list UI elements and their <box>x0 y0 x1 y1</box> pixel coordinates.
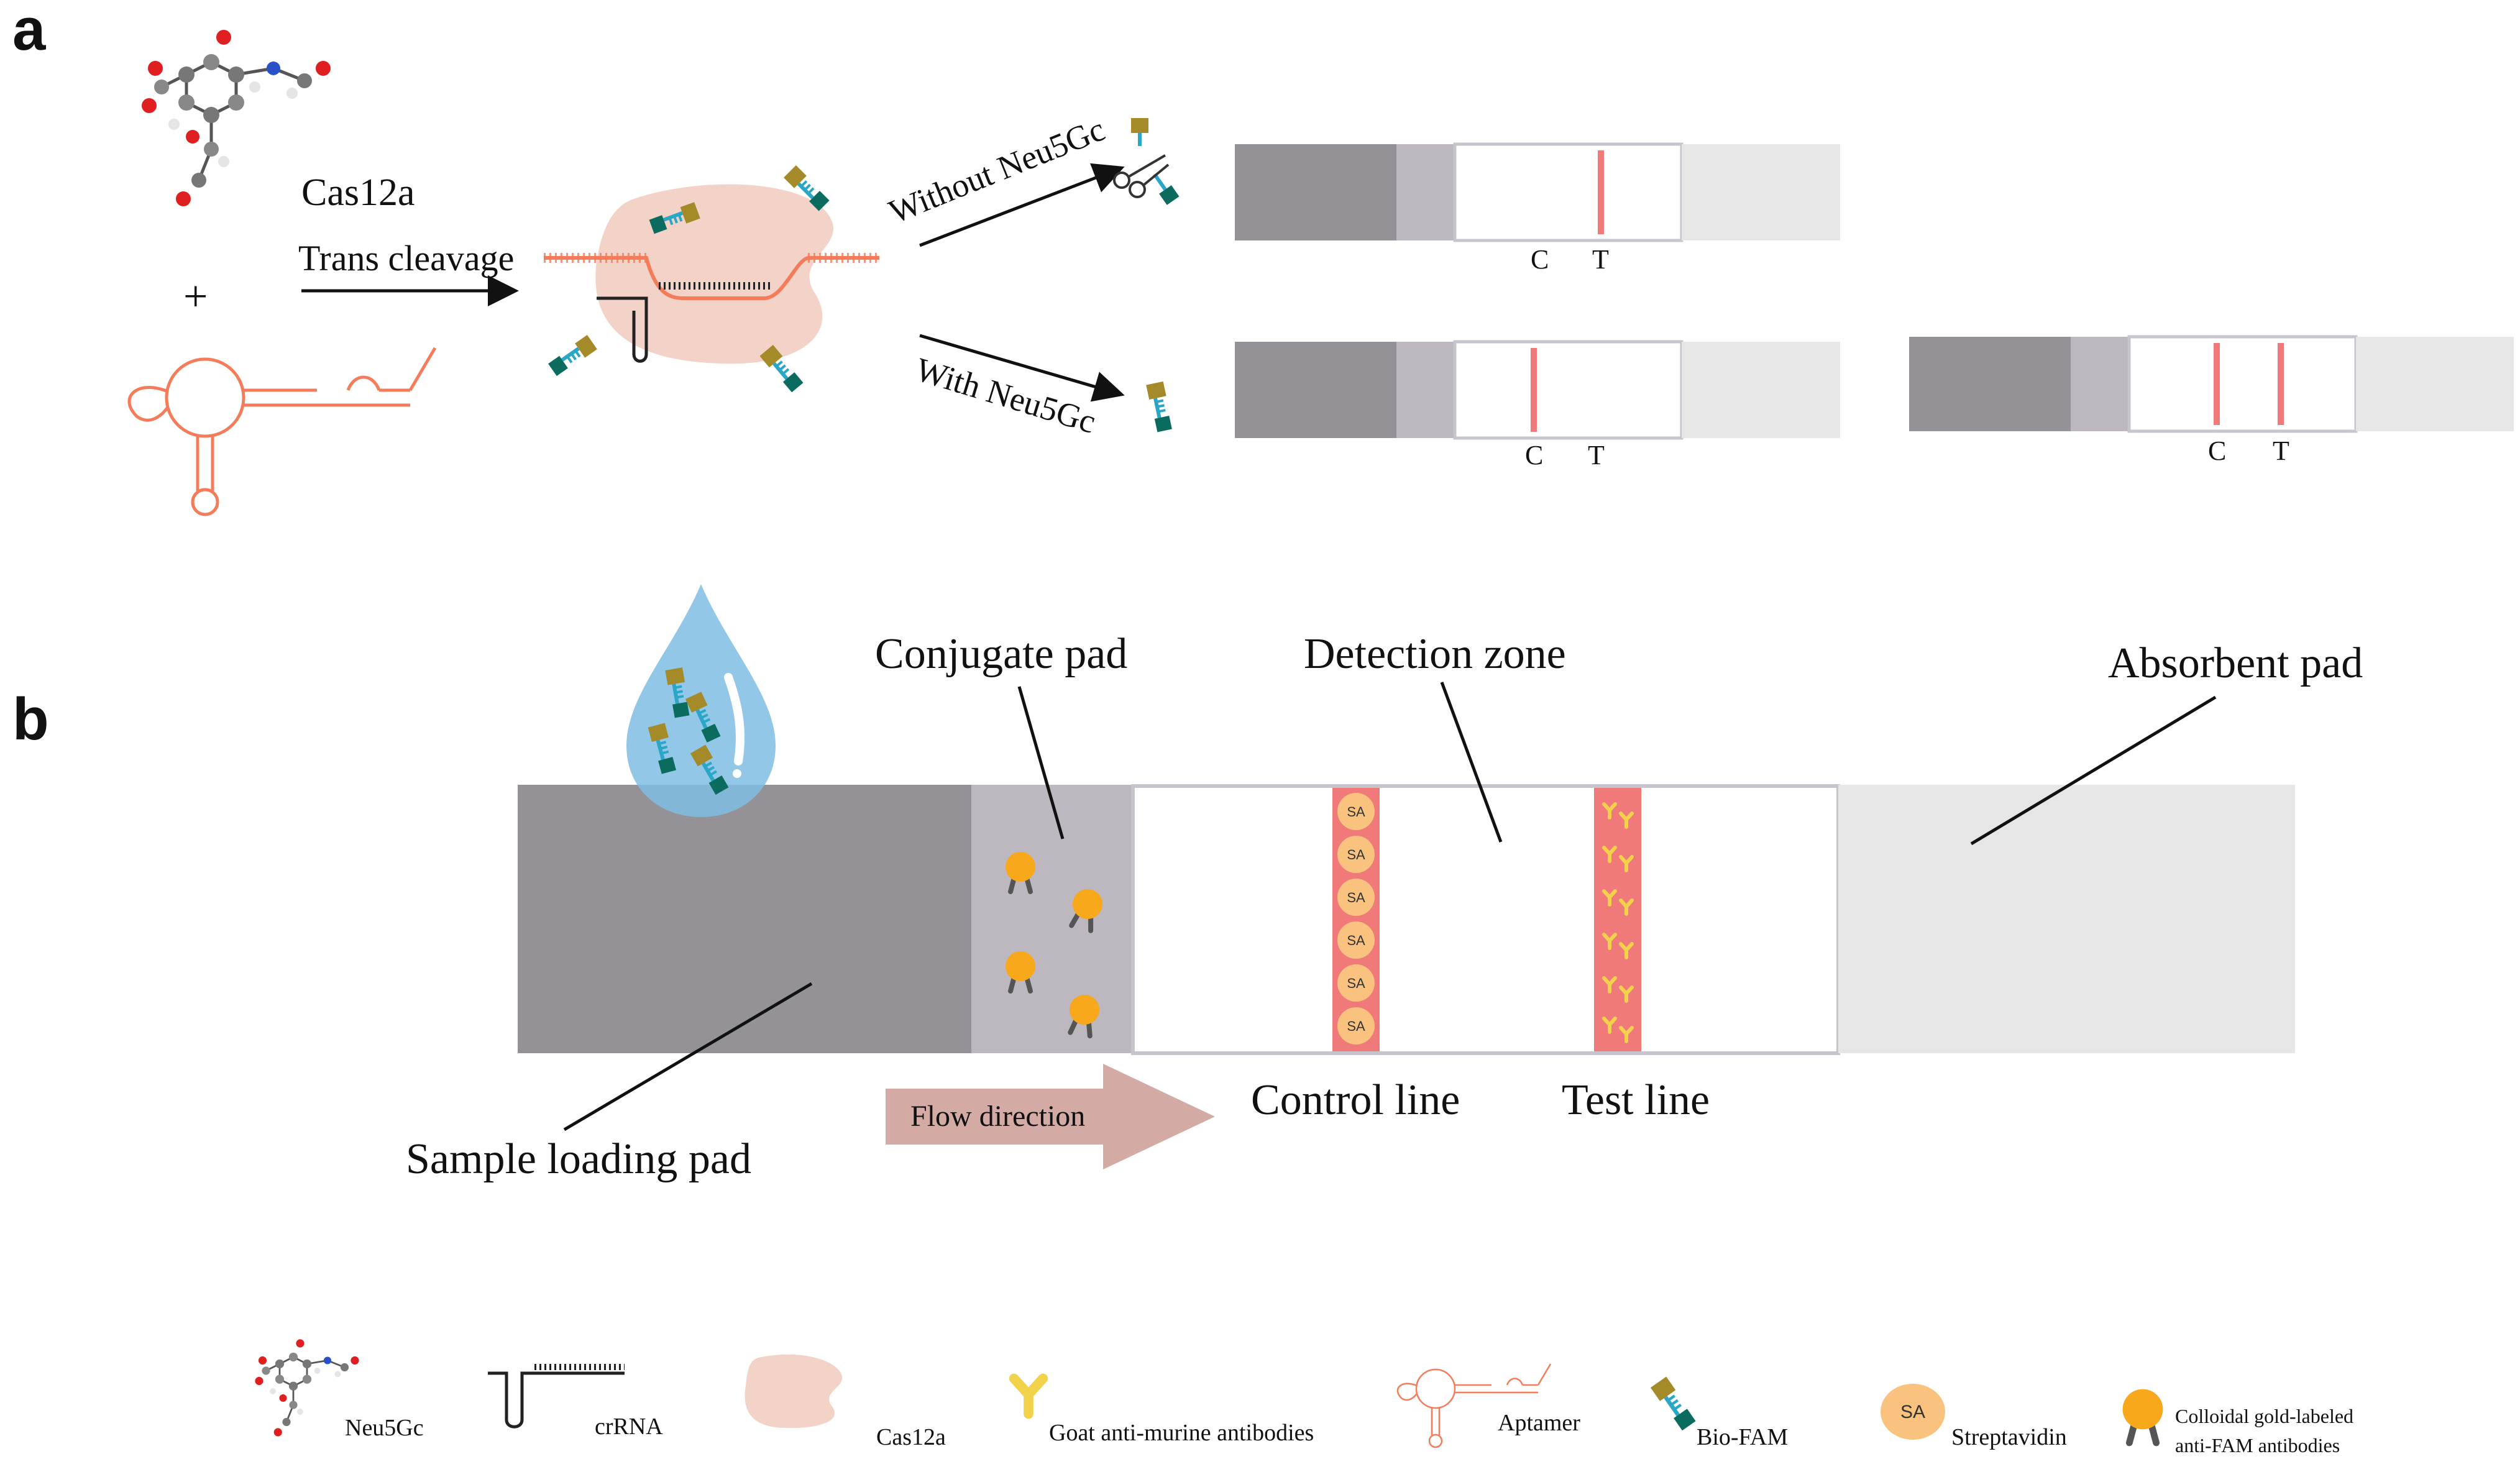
absorbent-pad <box>1838 785 2295 1053</box>
cas12a-label: Cas12a <box>301 171 415 214</box>
absorbent-pad-label: Absorbent pad <box>2108 639 2363 687</box>
flow-direction-arrow <box>886 1064 1215 1169</box>
branch-with-label: With Neu5Gc <box>911 350 1100 441</box>
conjugate-pad <box>971 785 1133 1053</box>
test-line-label: Test line <box>1562 1076 1710 1124</box>
conjugate-pad-label: Conjugate pad <box>875 630 1127 678</box>
absorbent-pad-leader <box>1970 695 2217 846</box>
legend: Neu5Gc crRNA Cas12a Goat anti-murine ant… <box>254 1338 2353 1456</box>
strip-with-c-band <box>1531 348 1537 432</box>
plus-sign: + <box>183 273 208 321</box>
strip-without <box>1235 142 1840 242</box>
legend-streptavidin-label: Streptavidin <box>1951 1424 2067 1450</box>
detection-zone-leader <box>1440 682 1503 843</box>
flow-direction-label: Flow direction <box>910 1100 1085 1133</box>
legend-gold-label-1: Colloidal gold-labeled <box>2175 1405 2353 1427</box>
legend-streptavidin-icon <box>1881 1384 1945 1440</box>
conjugate-pad-leader <box>1017 686 1065 839</box>
strip-without-t-band <box>1598 150 1604 234</box>
legend-antibody-label: Goat anti-murine antibodies <box>1049 1420 1314 1446</box>
scissors-icon <box>1113 154 1170 198</box>
strip-both-c-band <box>2214 343 2220 425</box>
sa-badge: SA <box>1347 890 1365 905</box>
test-line-band <box>1594 788 1641 1051</box>
detection-zone-label: Detection zone <box>1304 630 1566 678</box>
legend-cas12a-icon <box>745 1354 843 1429</box>
strip-both-t: T <box>2273 436 2289 466</box>
sa-badge: SA <box>1347 847 1365 862</box>
sa-badge: SA <box>1347 933 1365 948</box>
strip-both-c: C <box>2208 436 2226 466</box>
sample-pad-label: Sample loading pad <box>406 1135 751 1183</box>
panel-a-label: a <box>12 0 46 63</box>
detection-zone <box>1131 784 1840 1055</box>
strip-without-t: T <box>1592 244 1609 275</box>
strip-without-c: C <box>1531 244 1549 275</box>
panel-b-label: b <box>12 686 49 752</box>
strip-with-c: C <box>1525 440 1543 470</box>
cas12a-complex <box>544 165 879 393</box>
legend-gold-icon <box>2123 1389 2163 1443</box>
legend-crrna-label: crRNA <box>595 1414 663 1440</box>
legend-antibody-icon <box>1014 1378 1043 1414</box>
strip-both <box>1909 335 2514 433</box>
legend-neu5gc-icon <box>254 1338 360 1437</box>
intact-probe <box>1146 382 1173 432</box>
legend-sa-badge: SA <box>1900 1402 1925 1422</box>
sample-pad-leader <box>563 982 813 1131</box>
aptamer-structure <box>129 348 435 514</box>
legend-biofam-icon <box>1651 1377 1697 1432</box>
legend-crrna-icon <box>488 1364 625 1429</box>
sample-loading-pad <box>518 785 971 1053</box>
control-line-label: Control line <box>1251 1076 1460 1124</box>
legend-biofam-label: Bio-FAM <box>1697 1424 1788 1450</box>
legend-neu5gc-label: Neu5Gc <box>345 1415 424 1441</box>
sa-badge: SA <box>1347 1018 1365 1034</box>
cleaved-probe <box>1131 118 1180 205</box>
sample-drop <box>626 584 776 817</box>
legend-aptamer-label: Aptamer <box>1498 1410 1580 1436</box>
legend-cas12a-label: Cas12a <box>876 1424 946 1450</box>
arrow-with <box>919 334 1125 402</box>
strip-with <box>1235 340 1840 440</box>
branch-without-label: Without Neu5Gc <box>884 111 1110 231</box>
strip-both-t-band <box>2278 343 2284 425</box>
arrow-without <box>919 163 1125 247</box>
trans-cleavage-label: Trans cleavage <box>298 238 514 278</box>
strip-with-t: T <box>1588 440 1605 470</box>
control-line-band: SA SA SA SA SA SA <box>1332 788 1380 1051</box>
sa-badge: SA <box>1347 804 1365 820</box>
legend-gold-label-2: anti-FAM antibodies <box>2175 1434 2340 1456</box>
sa-badge: SA <box>1347 976 1365 991</box>
